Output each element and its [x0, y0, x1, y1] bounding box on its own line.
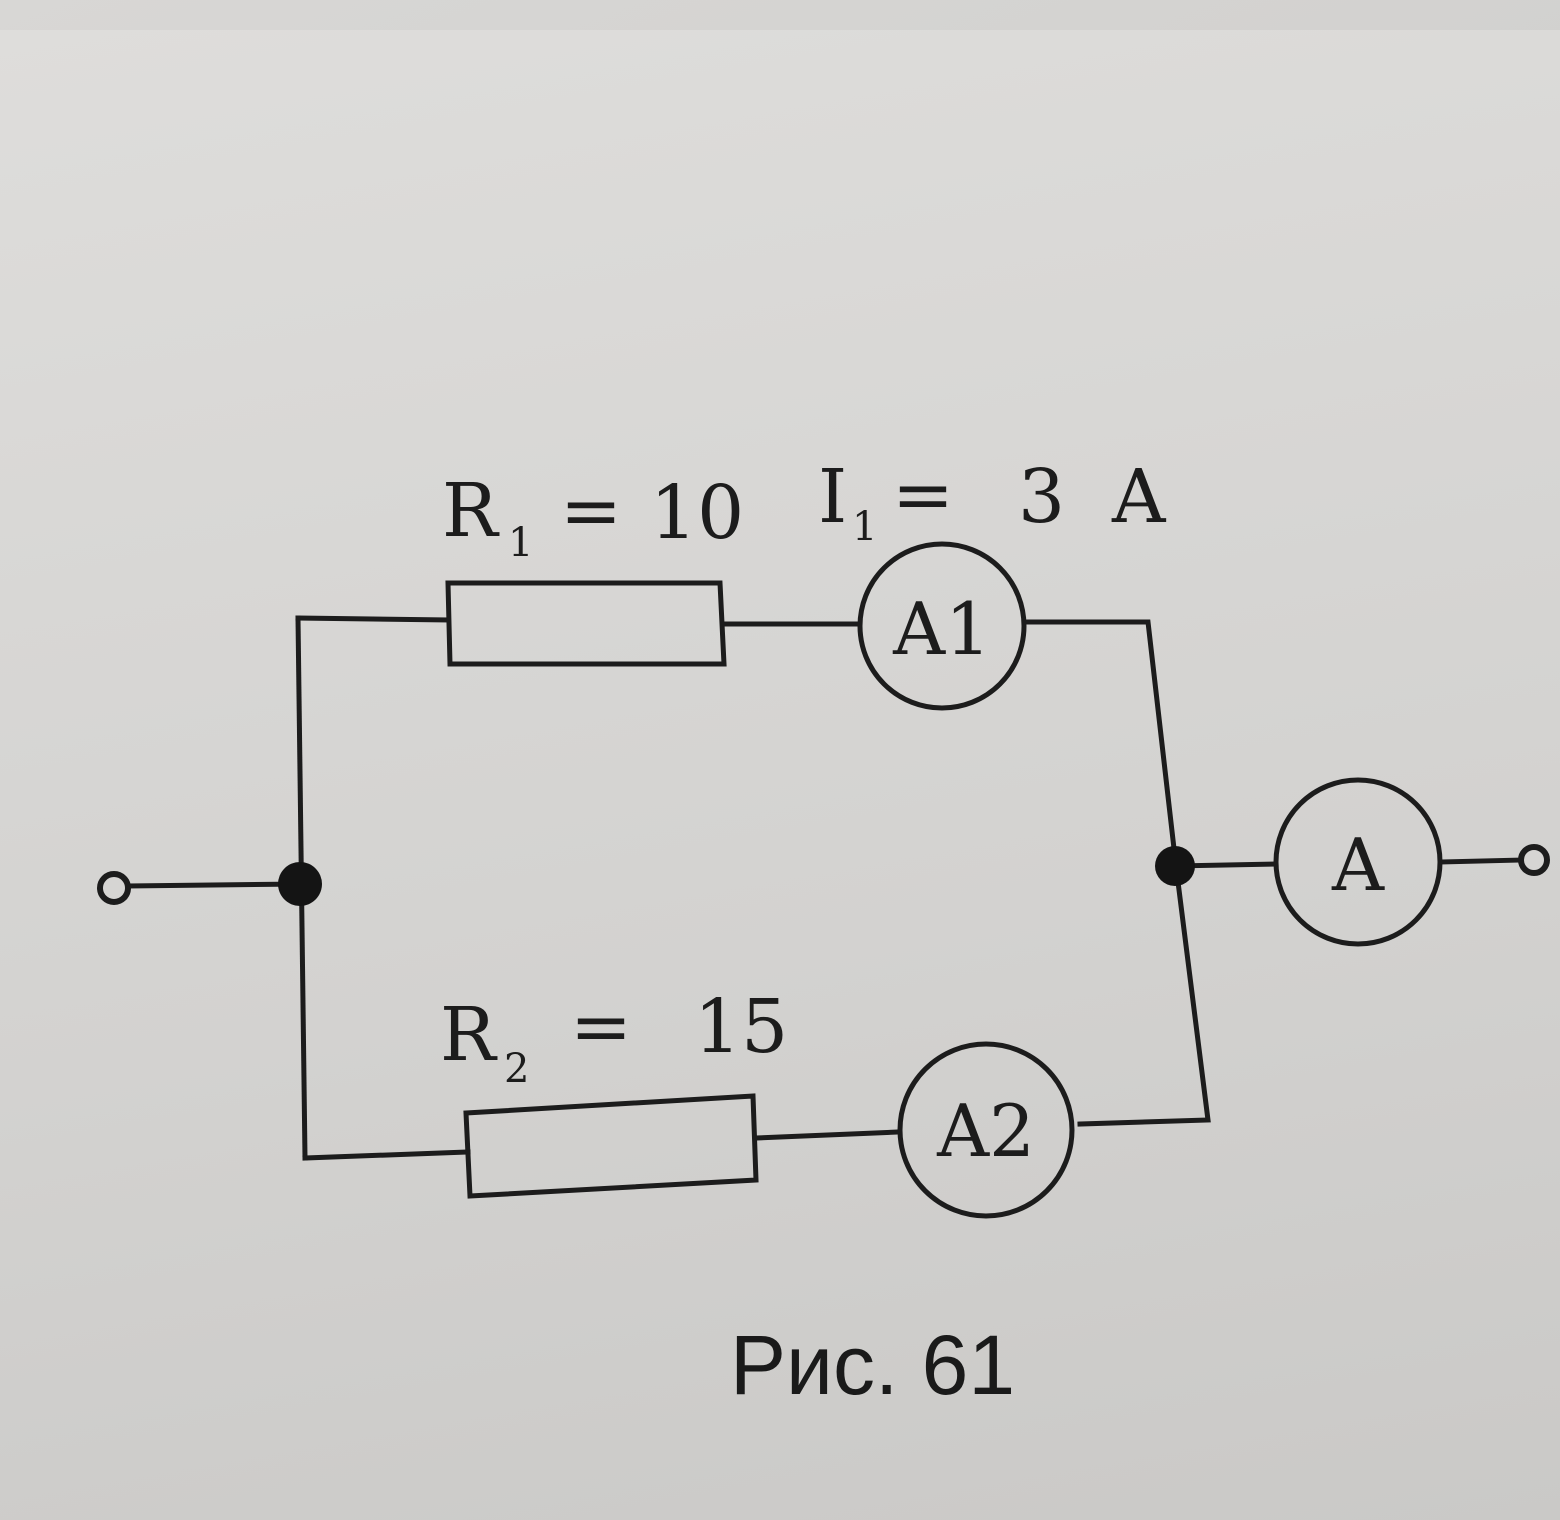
r2-subscript: 2	[504, 1046, 529, 1092]
i1-value: 3	[1018, 454, 1065, 540]
r1-value: 10	[650, 470, 744, 556]
resistor-r1	[445, 580, 727, 667]
r1-symbol: R	[442, 468, 500, 554]
r2-label: R 2 = 15	[440, 984, 788, 1092]
r1-label: R 1 = 10	[442, 468, 744, 566]
ammeter-a2-label: A2	[936, 1089, 1035, 1173]
textbook-page	[0, 30, 1560, 1520]
i1-symbol: I	[818, 454, 847, 540]
left-terminal-wire	[119, 881, 303, 889]
r2-symbol: R	[440, 992, 498, 1078]
bottom-branch-middle-wire	[753, 1129, 901, 1141]
right-terminal	[1518, 844, 1550, 876]
resistor-r2	[463, 1093, 759, 1199]
i1-subscript: 1	[852, 504, 877, 550]
figure-caption: Рис. 61	[730, 1318, 1015, 1412]
r1-subscript: 1	[508, 520, 533, 566]
left-junction-node	[278, 862, 322, 906]
left-terminal	[97, 871, 131, 905]
r1-equals: =	[560, 468, 622, 554]
bottom-branch-right-wire	[1077, 863, 1211, 1127]
i1-equals: =	[892, 452, 954, 538]
i1-unit: A	[1111, 454, 1167, 540]
top-branch-right-wire	[1023, 619, 1179, 869]
ammeter-a1-label: A1	[892, 587, 991, 671]
ammeter-a-label: A	[1331, 823, 1385, 907]
ammeter-a1-symbol	[857, 541, 1027, 711]
right-junction-node	[1155, 846, 1195, 886]
top-branch-left-wire	[295, 615, 451, 623]
bottom-branch-left-wire	[302, 1149, 471, 1161]
right-terminal-wire	[1439, 857, 1525, 865]
r2-value: 15	[694, 984, 788, 1070]
ammeter-a-symbol	[1273, 777, 1443, 947]
r2-equals: =	[570, 984, 632, 1070]
ammeter-a2-symbol	[897, 1041, 1075, 1219]
i1-label: I 1 = 3 A	[818, 452, 1167, 550]
